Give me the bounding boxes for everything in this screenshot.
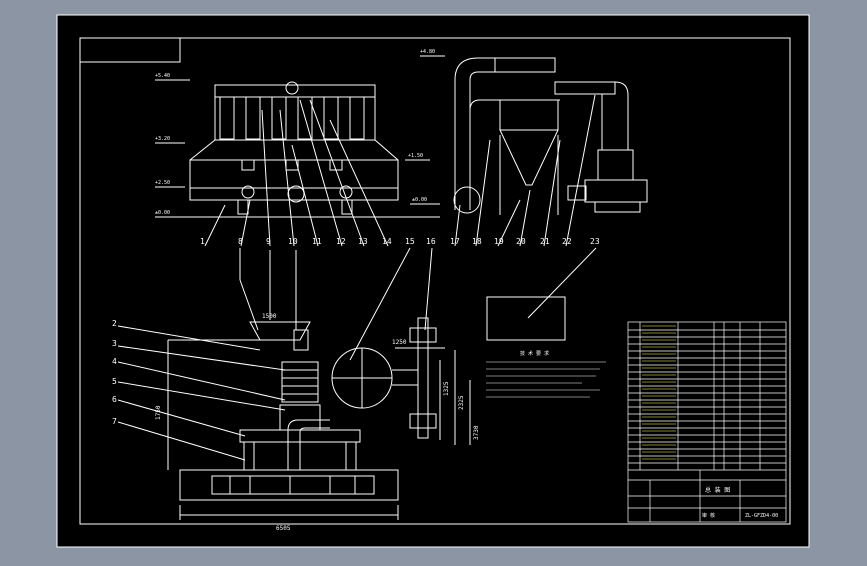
part-number: 3 bbox=[112, 339, 117, 348]
part-number: 7 bbox=[112, 417, 117, 426]
part-number: 17 bbox=[450, 237, 460, 246]
upper-elevation-view bbox=[155, 55, 648, 218]
level-label: ±0.00 bbox=[155, 210, 170, 216]
part-number: 13 bbox=[358, 237, 368, 246]
dimension-text: 1500 bbox=[262, 313, 277, 320]
part-number: 8 bbox=[238, 237, 243, 246]
part-number: 4 bbox=[112, 357, 117, 366]
part-number: 2 bbox=[112, 319, 117, 328]
level-label: +4.80 bbox=[420, 49, 435, 55]
part-number: 20 bbox=[516, 237, 526, 246]
dimension-text: 1750 bbox=[155, 405, 162, 420]
part-number: 5 bbox=[112, 377, 117, 386]
part-number: 10 bbox=[288, 237, 298, 246]
dimension-text: 1325 bbox=[443, 381, 450, 396]
parts-list-table bbox=[627, 321, 787, 523]
dimension-text: 1250 bbox=[392, 339, 407, 346]
part-number: 16 bbox=[426, 237, 436, 246]
part-number: 18 bbox=[472, 237, 482, 246]
upper-leader-lines bbox=[204, 94, 596, 247]
title-block: 总 装 图 ZL-GFZD4-00 审 核 bbox=[702, 486, 778, 519]
dimension-text: 2325 bbox=[458, 395, 465, 410]
level-label: +1.50 bbox=[408, 153, 423, 159]
part-number: 21 bbox=[540, 237, 550, 246]
note-box bbox=[486, 296, 566, 341]
part-number: 1 bbox=[200, 237, 205, 246]
part-number: 15 bbox=[405, 237, 415, 246]
part-number: 11 bbox=[312, 237, 322, 246]
part-number: 19 bbox=[494, 237, 504, 246]
dimension-text: 3730 bbox=[473, 425, 480, 440]
part-number: 22 bbox=[562, 237, 572, 246]
part-number: 6 bbox=[112, 395, 117, 404]
notes-title: 技 术 要 求 bbox=[520, 350, 549, 357]
technical-notes: 技 术 要 求 bbox=[486, 350, 606, 398]
part-number: 12 bbox=[336, 237, 346, 246]
dimension-text: 6505 bbox=[276, 525, 291, 532]
upper-part-numbers: 1 8 9 10 11 12 13 14 15 16 17 18 19 20 2… bbox=[200, 237, 600, 246]
lower-leader-lines bbox=[117, 247, 597, 461]
level-label: +2.50 bbox=[155, 180, 170, 186]
drawing-sheet bbox=[56, 14, 810, 548]
drawing-number: ZL-GFZD4-00 bbox=[745, 513, 778, 519]
title-block-label: 审 核 bbox=[702, 512, 715, 519]
drawing-title: 总 装 图 bbox=[705, 486, 730, 494]
lower-part-numbers: 2 3 4 5 6 7 bbox=[112, 319, 117, 426]
part-number: 14 bbox=[382, 237, 392, 246]
level-label: ±0.00 bbox=[412, 197, 427, 203]
inner-frame bbox=[79, 37, 791, 525]
level-label: +5.40 bbox=[155, 73, 170, 79]
part-number: 23 bbox=[590, 237, 600, 246]
level-labels: +5.40 +3.20 +2.50 ±0.00 +4.80 +1.50 ±0.0… bbox=[155, 49, 435, 216]
parts-list-rows bbox=[642, 325, 676, 460]
corner-box bbox=[80, 38, 181, 63]
dimension-labels: 6505 1500 1250 1325 2325 3730 1750 bbox=[155, 313, 480, 532]
lower-plan-view bbox=[167, 317, 471, 520]
part-number: 9 bbox=[266, 237, 271, 246]
level-label: +3.20 bbox=[155, 136, 170, 142]
